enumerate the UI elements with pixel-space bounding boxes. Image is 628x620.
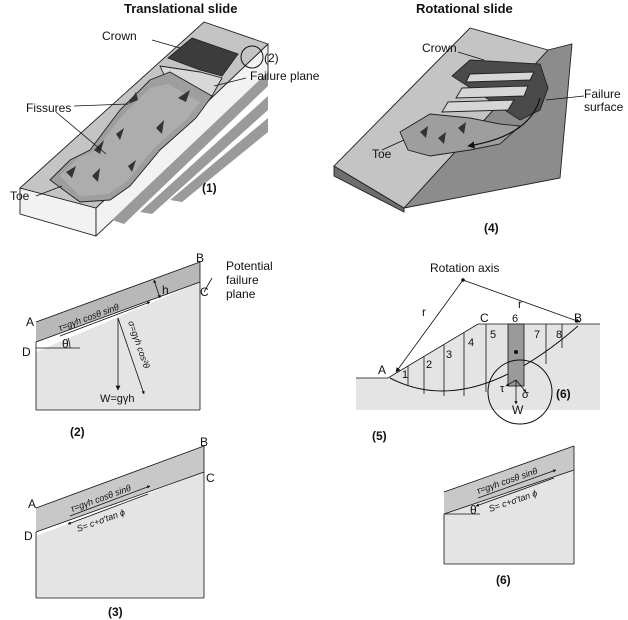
label-theta-6: θ (470, 503, 477, 517)
label-h: h (162, 283, 169, 297)
slope-body-6 (444, 470, 574, 564)
title-translational-slide: Translational slide (124, 1, 237, 16)
panel-1-translational-block: Crown (2) Failure plane Fissures Toe (1) (10, 21, 320, 238)
sliding-mass-top (60, 84, 200, 196)
label-potential-3: plane (226, 287, 256, 301)
slip-circle-arc (389, 325, 579, 392)
panel-4-rotational-block: Crown Failure surface Toe (4) (333, 27, 624, 235)
slice-label-8: 8 (556, 329, 562, 341)
label-B-3: B (200, 435, 208, 449)
label-tau-5: τ (500, 383, 505, 395)
label-rotation-axis: Rotation axis (430, 261, 499, 275)
side-stripe-1 (112, 72, 268, 224)
label-A-5: A (378, 363, 386, 377)
slice-label-2: 2 (426, 359, 432, 371)
label-failure-plane: Failure plane (250, 69, 320, 83)
slice-label-4: 4 (468, 337, 474, 349)
slice-label-1: 1 (402, 369, 408, 381)
rot-block-3 (441, 99, 515, 113)
panel-5-method-of-slices: Rotation axis r r A B C 1 2 3 4 5 6 7 8 … (356, 261, 600, 443)
panel-6-slice-base-detail: θ τ=gγh cosθ sinθ S= c+σ′tan ϕ (6) (443, 445, 575, 587)
slice-label-6: 6 (512, 313, 518, 325)
panel-number-5: (5) (372, 429, 387, 443)
label-toe-1: Toe (10, 189, 30, 203)
panel-number-6: (6) (496, 573, 511, 587)
label-sigma-5: σ (522, 389, 529, 401)
panel-number-4: (4) (484, 221, 499, 235)
slice-label-5: 5 (490, 329, 496, 341)
fissure-7 (156, 120, 164, 134)
fissure-1 (128, 92, 138, 104)
label-C-3: C (206, 471, 215, 485)
panel-number-3: (3) (108, 605, 123, 619)
label-crown-1: Crown (102, 29, 137, 43)
detail-circle-2 (240, 45, 264, 69)
panel-2-infinite-slope: B C A D h θ Potential failure plane τ=gγ… (22, 251, 273, 439)
label-B-2: B (196, 251, 204, 265)
label-A-2: A (26, 315, 34, 329)
label-failure-surface-2: surface (584, 100, 624, 114)
eq-weight-2: W=gγh (100, 393, 135, 405)
side-stripe-2 (140, 96, 268, 214)
crown-scarp (167, 37, 239, 77)
fissure-2 (178, 90, 190, 102)
slope-layer-3 (36, 446, 204, 532)
label-circle-ref-6: (6) (556, 387, 571, 401)
fissure-8 (116, 128, 124, 140)
side-stripe-3 (170, 118, 268, 202)
label-D-3: D (24, 529, 33, 543)
label-C-5: C (480, 311, 489, 325)
rot-block-1 (465, 71, 535, 83)
fissure-6 (128, 160, 136, 172)
slice-label-7: 7 (534, 329, 540, 341)
fissure-5 (92, 168, 100, 182)
label-C-2: C (200, 285, 209, 299)
rot-slip-arrow (467, 97, 541, 149)
panel-number-2: (2) (70, 425, 85, 439)
rot-fissure-2 (438, 132, 446, 144)
label-fissures: Fissures (26, 101, 71, 115)
label-crown-4: Crown (422, 41, 457, 55)
label-r-left: r (422, 305, 426, 319)
fissure-4 (66, 166, 76, 178)
slope-body-3 (36, 472, 204, 598)
rot-fissure-1 (420, 126, 428, 138)
panel-3-shear-strength: B C A D τ=gγh cosθ sinθ S= c+σ′tan ϕ (3) (24, 435, 215, 619)
label-circle-ref-2: (2) (264, 51, 279, 65)
label-B-5: B (574, 311, 582, 325)
label-potential-2: failure (226, 273, 259, 287)
slice-label-3: 3 (446, 349, 452, 361)
slope-layer-6 (444, 446, 574, 514)
rot-toe-mass (399, 113, 522, 157)
label-failure-surface-1: Failure (584, 87, 621, 101)
slice-6-highlight (507, 323, 525, 387)
panel-number-1: (1) (202, 181, 217, 195)
label-D-2: D (22, 345, 31, 359)
fissure-3 (94, 140, 104, 154)
label-r-right: r (518, 297, 522, 311)
label-A-3: A (28, 497, 36, 511)
label-potential-1: Potential (226, 259, 273, 273)
title-rotational-slide: Rotational slide (416, 1, 513, 16)
rot-fissure-3 (458, 122, 466, 134)
rot-block-2 (455, 85, 529, 99)
label-toe-4: Toe (372, 147, 392, 161)
label-W-5: W (512, 403, 524, 417)
detail-circle-6 (487, 359, 553, 425)
label-theta-2: θ (62, 337, 69, 351)
